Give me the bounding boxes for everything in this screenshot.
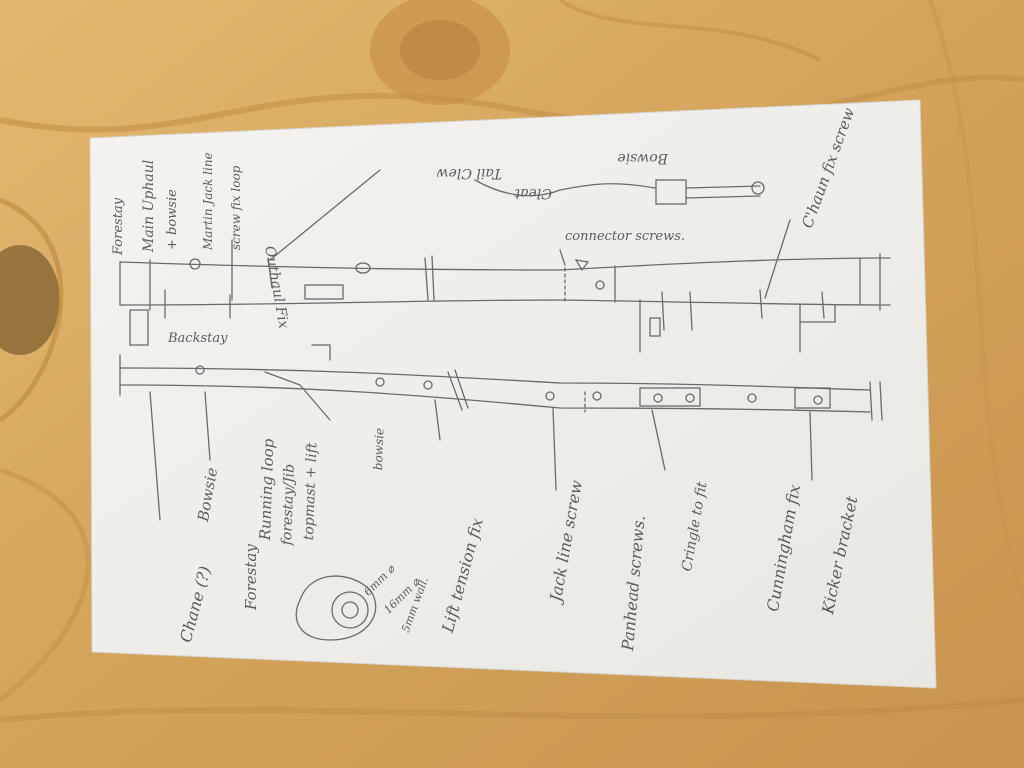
paper-sheet (89, 99, 937, 689)
label-forestay: Forestay (111, 197, 126, 255)
bowsie-cleat-detail (474, 179, 765, 205)
boom-top-profile (119, 253, 891, 353)
label-cleat: Cleat (514, 185, 552, 201)
label-bowsie-plus: + bowsie (165, 189, 180, 250)
boom-bottom-profile (119, 344, 883, 421)
label-topmast-lift: topmast + lift (301, 442, 321, 541)
pencil-drawing (119, 169, 891, 641)
label-backstay: Backstay (168, 331, 228, 346)
label-connector-screws: connector screws. (565, 229, 686, 244)
label-tail-clew: Tail Clew (436, 165, 502, 181)
label-bowsie-top: Bowsie (617, 150, 668, 166)
label-running-loop: Running loop (256, 438, 278, 541)
label-forestay-left: Forestay (242, 544, 260, 610)
label-martin-jackline: Martin Jack line (201, 152, 215, 250)
label-bowsie-mid: bowsie (371, 427, 387, 471)
label-forestay-jib: forestay/Jib (279, 463, 298, 546)
tube-section-sketch (295, 575, 377, 641)
label-screw-fix-loop: screw fix loop (229, 165, 243, 250)
leader-lines (149, 169, 813, 521)
label-main-uphaul: Main Uphaul (141, 159, 157, 252)
